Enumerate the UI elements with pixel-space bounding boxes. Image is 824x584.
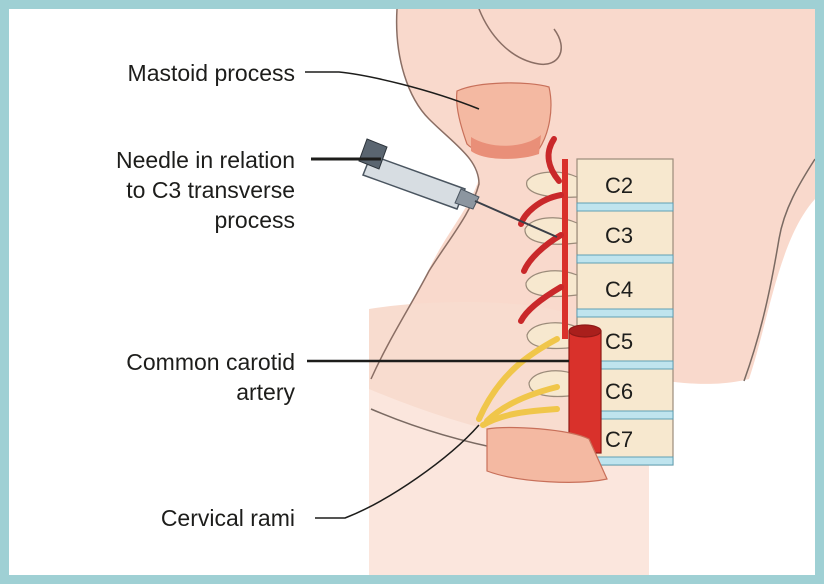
- label-mastoid-process: Mastoid process: [128, 58, 295, 88]
- label-carotid-line-2: artery: [126, 377, 295, 407]
- vertebra-label-c2: C2: [605, 173, 633, 198]
- vertebra-label-c6: C6: [605, 379, 633, 404]
- vertebra-label-c3: C3: [605, 223, 633, 248]
- vertebra-label-c4: C4: [605, 277, 633, 302]
- label-cervical-rami: Cervical rami: [161, 503, 295, 533]
- label-needle-line-2: to C3 transverse: [116, 175, 295, 205]
- disc-c4-c5: [577, 309, 673, 317]
- label-needle: Needle in relation to C3 transverse proc…: [116, 145, 295, 235]
- neck-illustration: C2 C3 C4 C5 C6 C7: [9, 9, 815, 575]
- label-common-carotid: Common carotid artery: [126, 347, 295, 407]
- disc-c3-c4: [577, 255, 673, 263]
- vertebra-label-c7: C7: [605, 427, 633, 452]
- vertebra-label-c5: C5: [605, 329, 633, 354]
- label-mastoid-text: Mastoid process: [128, 58, 295, 88]
- label-rami-text: Cervical rami: [161, 503, 295, 533]
- label-carotid-line-1: Common carotid: [126, 347, 295, 377]
- label-needle-line-1: Needle in relation: [116, 145, 295, 175]
- label-needle-line-3: process: [116, 205, 295, 235]
- disc-c2-c3: [577, 203, 673, 211]
